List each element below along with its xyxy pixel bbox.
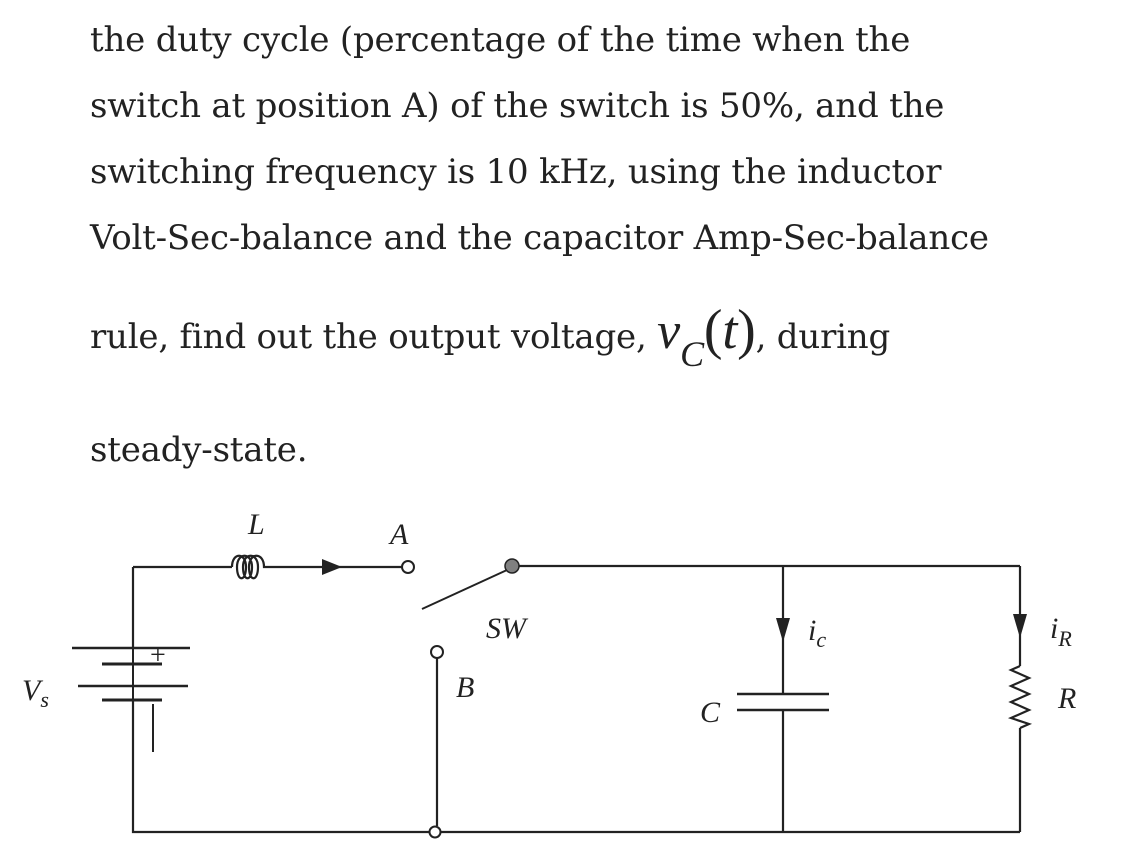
capacitor-current-label: ic	[808, 614, 826, 652]
battery-source	[72, 646, 190, 752]
vc-time-variable: t	[722, 300, 738, 360]
positive-terminal-sign: +	[150, 640, 166, 671]
vc-close-paren: )	[737, 299, 756, 361]
problem-line-3: switching frequency is 10 kHz, using the…	[90, 152, 942, 192]
problem-line-2: switch at position A) of the switch is 5…	[90, 86, 945, 126]
resistor-current-arrow	[1013, 614, 1027, 638]
capacitor-current-main: i	[808, 614, 816, 647]
capacitor-current-subscript: c	[816, 627, 826, 652]
capacitor-current-arrow	[776, 618, 790, 642]
resistor-current-subscript: R	[1057, 626, 1072, 651]
vc-symbol: v	[657, 303, 681, 360]
capacitor-label: C	[700, 696, 721, 729]
resistor-label: R	[1057, 682, 1076, 715]
node-a-terminal	[401, 560, 415, 574]
ground-node	[428, 825, 442, 839]
switch-label: SW	[486, 612, 529, 645]
source-voltage-subscript: s	[40, 687, 49, 712]
node-b-terminal	[430, 645, 444, 659]
problem-line-5: rule, find out the output voltage, vC(t)…	[90, 298, 891, 374]
inductor-label: L	[247, 508, 265, 541]
capacitor	[737, 692, 829, 712]
wire-left-bottom	[131, 700, 431, 834]
problem-line-6: steady-state.	[90, 430, 308, 470]
vc-expression: vC(t)	[657, 299, 756, 374]
problem-line-5-post: , during	[755, 317, 891, 357]
node-b-label: B	[456, 671, 474, 704]
problem-line-1: the duty cycle (percentage of the time w…	[90, 20, 911, 60]
problem-line-4: Volt-Sec-balance and the capacitor Amp-S…	[90, 218, 989, 258]
inductor-current-arrow	[322, 559, 342, 575]
vc-subscript: C	[680, 334, 704, 374]
vc-open-paren: (	[703, 299, 723, 361]
resistor-current-label: iR	[1050, 612, 1072, 651]
problem-line-5-pre: rule, find out the output voltage,	[90, 317, 647, 357]
resistor-zigzag	[1007, 664, 1033, 730]
source-voltage-main: V	[22, 674, 44, 707]
switch-pivot	[504, 558, 520, 574]
resistor-current-main: i	[1050, 612, 1058, 645]
inductor-coil	[230, 554, 318, 580]
source-voltage-label: Vs	[22, 674, 49, 712]
node-a-label: A	[388, 518, 409, 551]
switch-blade	[421, 569, 508, 610]
